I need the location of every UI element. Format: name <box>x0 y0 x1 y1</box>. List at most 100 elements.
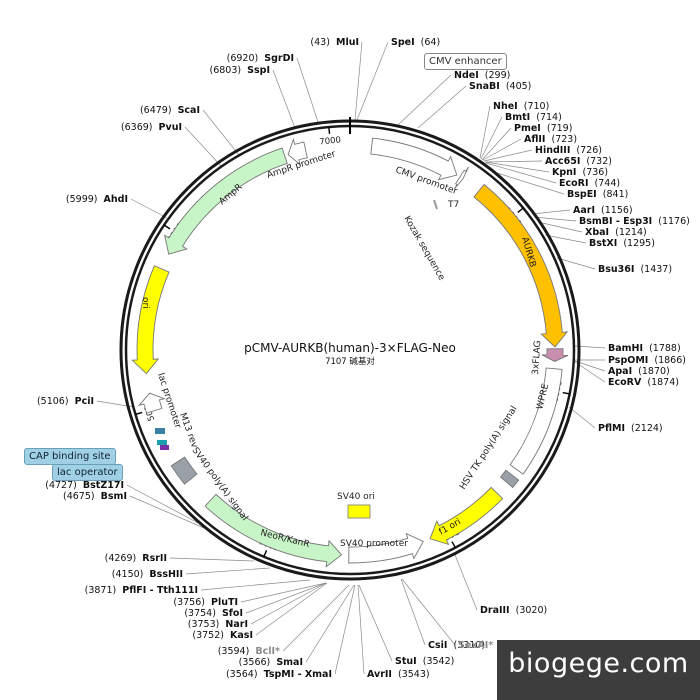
feature-t7 <box>453 166 469 190</box>
site-label: CsiI (3310) <box>428 640 485 651</box>
label-3xflag: 3xFLAG <box>531 340 543 375</box>
site-leader <box>200 579 311 591</box>
site-leader <box>574 361 606 383</box>
site-label: Acc65I (732) <box>545 156 612 167</box>
site-leader <box>480 116 503 160</box>
site-label: (3752) KasI <box>192 630 253 641</box>
site-leader-lines <box>96 41 606 675</box>
site-label: (6920) SgrDI <box>227 53 294 64</box>
site-label: (6369) PvuI <box>121 122 182 133</box>
site-leader <box>245 582 327 614</box>
site-label: Bsu36I (1437) <box>598 264 672 275</box>
plasmid-backbone <box>119 117 581 581</box>
site-label: SnaBI (405) <box>469 81 531 92</box>
site-label: (6803) SspI <box>210 65 270 76</box>
site-label: DraIII (3020) <box>480 605 547 616</box>
site-label: ApaI (1870) <box>608 366 670 377</box>
site-label: AvrII (3543) <box>367 669 430 680</box>
site-leader <box>479 105 491 159</box>
site-label: PflMI (2124) <box>598 423 663 434</box>
site-leader <box>533 216 577 222</box>
plasmid-title: pCMV-AURKB(human)-3×FLAG-Neo <box>244 341 456 355</box>
site-leader <box>240 582 327 603</box>
site-leader <box>496 172 565 195</box>
site-label: (43) MluI <box>310 37 359 48</box>
site-leader <box>169 557 255 562</box>
site-leader <box>296 57 319 123</box>
label-m13-rev: M13 rev <box>177 412 199 450</box>
site-leader <box>334 584 356 675</box>
site-leader <box>184 126 222 167</box>
feature-3xflag <box>541 348 569 362</box>
site-label: BmtI (714) <box>505 112 562 123</box>
tick-mark <box>451 541 456 549</box>
feature-wpre <box>509 367 563 475</box>
site-label: (6479) ScaI <box>140 105 200 116</box>
lac-operator-label: lac operator <box>52 464 123 481</box>
site-leader <box>400 578 426 646</box>
site-leader <box>356 41 389 121</box>
site-label: EcoRI (744) <box>559 178 620 189</box>
cap-binding-mark <box>155 428 165 434</box>
site-label: HindIII (726) <box>535 145 602 156</box>
site-label: EcoRV (1874) <box>608 377 679 388</box>
site-leader <box>568 406 596 429</box>
site-leader <box>537 221 583 233</box>
feature-cmv-promoter <box>370 137 458 181</box>
plasmid-size: 7107 碱基对 <box>325 356 375 367</box>
site-leader <box>401 578 456 646</box>
site-leader <box>250 582 327 625</box>
site-leader <box>130 198 168 219</box>
site-leader <box>202 109 240 156</box>
site-leader <box>354 41 363 121</box>
site-label: (3753) NarI <box>188 619 248 630</box>
site-leader <box>482 138 522 161</box>
feature-neor-kanr <box>204 493 343 568</box>
site-label: (4150) BssHII <box>112 569 183 580</box>
site-label: XbaI (1214) <box>585 227 647 238</box>
feature-aurkb <box>473 183 569 348</box>
site-leader <box>483 149 533 162</box>
site-label: (3756) PluTI <box>173 597 238 608</box>
feature-ampr <box>163 147 288 255</box>
cmv-enhancer-label: CMV enhancer <box>424 53 507 70</box>
site-leader <box>358 584 393 662</box>
site-label: (5999) AhdI <box>66 194 128 205</box>
site-label: (3871) PflFI - Tth111I <box>85 585 198 596</box>
tick-mark <box>135 411 143 416</box>
label-t7: T7 <box>447 200 459 210</box>
site-leader <box>417 85 467 129</box>
site-label: AarI (1156) <box>573 205 633 216</box>
site-label: StuI (3542) <box>395 656 454 667</box>
site-leader <box>305 584 355 663</box>
feature-sv40-poly-a-signal <box>170 456 198 485</box>
tick-mark <box>328 126 331 135</box>
site-leader <box>484 161 550 173</box>
site-label: SpeI (64) <box>391 37 440 48</box>
feature-lac-promoter <box>137 392 166 414</box>
site-label: PspOMI (1866) <box>608 355 686 366</box>
site-leader <box>126 484 199 524</box>
tick-mark <box>163 224 171 230</box>
site-leader <box>185 567 271 575</box>
site-label: BamHI (1788) <box>608 343 681 354</box>
site-label: (3754) SfoI <box>184 608 243 619</box>
tick-label: 7000 <box>319 135 341 147</box>
lac-operator-mark <box>157 440 167 445</box>
feature-ampr-promoter <box>287 137 308 166</box>
site-leader <box>272 69 296 129</box>
watermark: biogege.com <box>497 640 700 700</box>
m13-rev-mark <box>160 445 169 450</box>
site-label: (4269) RsrII <box>105 553 167 564</box>
site-leader <box>556 257 596 270</box>
cap-binding-site-label: CAP binding site <box>24 448 116 465</box>
site-label: BstXI (1295) <box>589 238 655 249</box>
site-label: (3564) TspMI - XmaI <box>226 669 332 680</box>
feature-ori <box>131 265 170 375</box>
label-ori: ori <box>140 297 150 309</box>
site-label: PmeI (719) <box>514 123 572 134</box>
site-leader <box>255 582 328 636</box>
site-label: BsmBI - Esp3I (1176) <box>579 216 690 227</box>
